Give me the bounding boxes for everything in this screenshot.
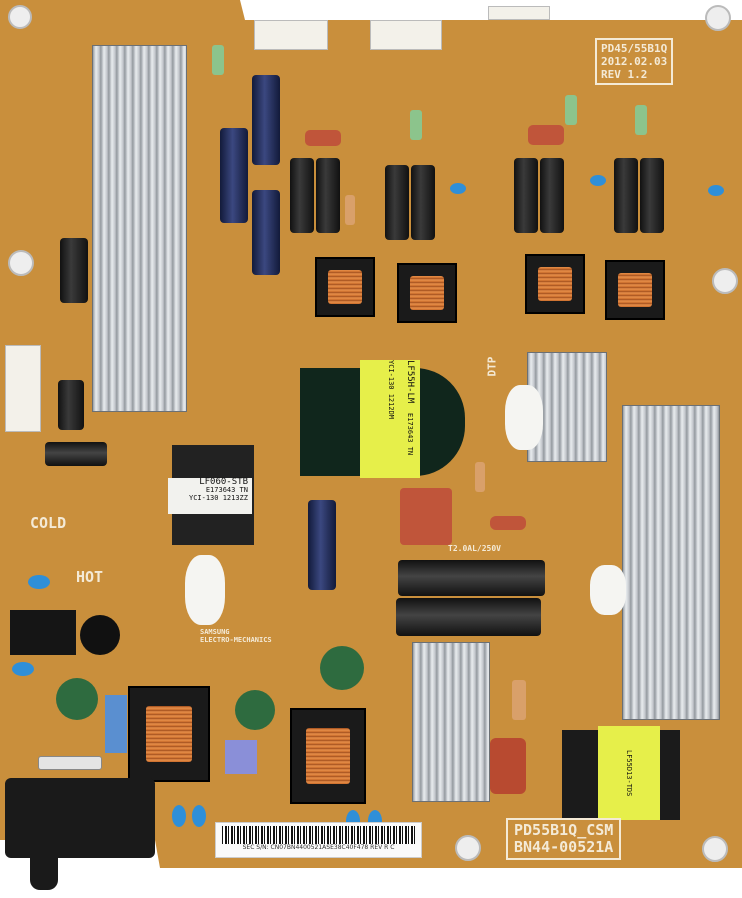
film-capacitor	[305, 130, 341, 146]
x-capacitor	[105, 695, 127, 753]
resistor	[410, 110, 422, 140]
thermistor	[235, 690, 275, 730]
capacitor-blue	[220, 128, 248, 223]
ceramic-capacitor	[708, 185, 724, 196]
heatsink-small-lower	[412, 642, 490, 802]
sticker-top	[488, 6, 550, 20]
capacitor	[614, 158, 638, 233]
board-revision: REV 1.2	[601, 68, 648, 81]
fuse-rating: T2.0AL/250V	[448, 544, 501, 553]
capacitor	[514, 158, 538, 233]
transformer-main-line3: YCI-130 1212DM	[387, 360, 395, 420]
ceramic-capacitor	[590, 175, 606, 186]
board-model: PD45/55B1Q	[601, 42, 668, 55]
bulk-capacitor-row	[398, 560, 545, 596]
ceramic-capacitor	[28, 575, 50, 589]
capacitor-blue	[308, 500, 336, 590]
capacitor	[58, 380, 84, 430]
fuse	[38, 756, 102, 770]
ac-inlet-cable	[30, 858, 58, 890]
ceramic-capacitor	[12, 662, 34, 676]
inductor	[397, 263, 457, 323]
mounting-hole	[455, 835, 481, 861]
capacitor-blue	[252, 75, 280, 165]
film-capacitor	[490, 516, 526, 530]
common-mode-choke	[128, 686, 210, 782]
maker-division: ELECTRO-MECHANICS	[200, 636, 272, 644]
transformer-bottom-label: LF55D13-TDS	[598, 726, 660, 820]
mounting-hole	[705, 5, 731, 31]
ceramic-capacitor	[450, 183, 466, 194]
capacitor	[540, 158, 564, 233]
bulk-capacitor-row	[396, 598, 541, 636]
capacitor	[316, 158, 340, 233]
resistor	[635, 105, 647, 135]
transformer-small-line2: E173643 TN	[205, 486, 248, 494]
board-date: 2012.02.03	[601, 55, 668, 68]
varistor	[80, 615, 120, 655]
cold-zone-label: COLD	[30, 514, 67, 532]
glue-blob	[505, 385, 543, 450]
mounting-hole	[712, 268, 738, 294]
maker-name: SAMSUNG	[200, 628, 230, 636]
capacitor	[640, 158, 664, 233]
transformer-main-line2: E173643 TN	[406, 413, 414, 456]
film-capacitor	[528, 125, 564, 145]
resistor	[212, 45, 224, 75]
inductor	[605, 260, 665, 320]
transformer-bottom-model: LF55D13-TDS	[625, 749, 633, 797]
mounting-hole	[8, 250, 34, 276]
common-mode-choke	[290, 708, 366, 804]
capacitor	[45, 442, 107, 466]
board-part-number: BN44-00521A	[514, 838, 614, 856]
mounting-hole	[8, 5, 32, 29]
transformer-small-line3: YCI-130 1213ZZ	[188, 494, 248, 502]
capacitor	[60, 238, 88, 303]
board-model-box: PD45/55B1Q 2012.02.03 REV 1.2	[595, 38, 674, 85]
capacitor	[385, 165, 409, 240]
connector-top-left	[254, 20, 328, 50]
ac-inlet	[5, 778, 155, 858]
transformer-main-label: LF55H-LM E173643 TN YCI-130 1212DM	[360, 360, 420, 478]
glue-blob	[590, 565, 626, 615]
mounting-hole	[702, 836, 728, 862]
barcode	[222, 826, 415, 844]
board-variant: PD55B1Q_CSM	[514, 821, 614, 839]
resistor	[475, 462, 485, 492]
glue-blob	[185, 555, 225, 625]
transformer-small-model: LF060-STB	[199, 477, 248, 487]
capacitor-blue	[252, 190, 280, 275]
heatsink-left	[92, 45, 187, 412]
transformer-small-label: LF060-STB E173643 TN YCI-130 1213ZZ	[168, 478, 252, 514]
resistor	[345, 195, 355, 225]
thermistor	[320, 646, 364, 690]
heatsink-right	[622, 405, 720, 720]
barcode-sticker: SEC S/N: CN07BN4400521ASE38C40F478 REV R…	[215, 822, 422, 858]
maker-label: SAMSUNG ELECTRO-MECHANICS	[200, 628, 272, 644]
inductor	[315, 257, 375, 317]
film-capacitor	[400, 488, 452, 545]
resistor	[565, 95, 577, 125]
capacitor	[411, 165, 435, 240]
connector-left	[5, 345, 41, 432]
board-part-number-box: PD55B1Q_CSM BN44-00521A	[506, 818, 622, 860]
barcode-text: SEC S/N: CN07BN4400521ASE38C40F478 REV R…	[242, 844, 395, 851]
ceramic-capacitor	[172, 805, 186, 827]
dtp-label: DTP	[485, 356, 499, 377]
resistor	[512, 680, 526, 720]
thermistor	[56, 678, 98, 720]
transformer-main-model: LF55H-LM	[405, 360, 415, 404]
film-capacitor	[490, 738, 526, 794]
connector-top-right	[370, 20, 442, 50]
x-capacitor	[225, 740, 257, 774]
capacitor	[290, 158, 314, 233]
inductor	[525, 254, 585, 314]
relay	[10, 610, 76, 655]
hot-zone-label: HOT	[76, 568, 104, 586]
ceramic-capacitor	[192, 805, 206, 827]
